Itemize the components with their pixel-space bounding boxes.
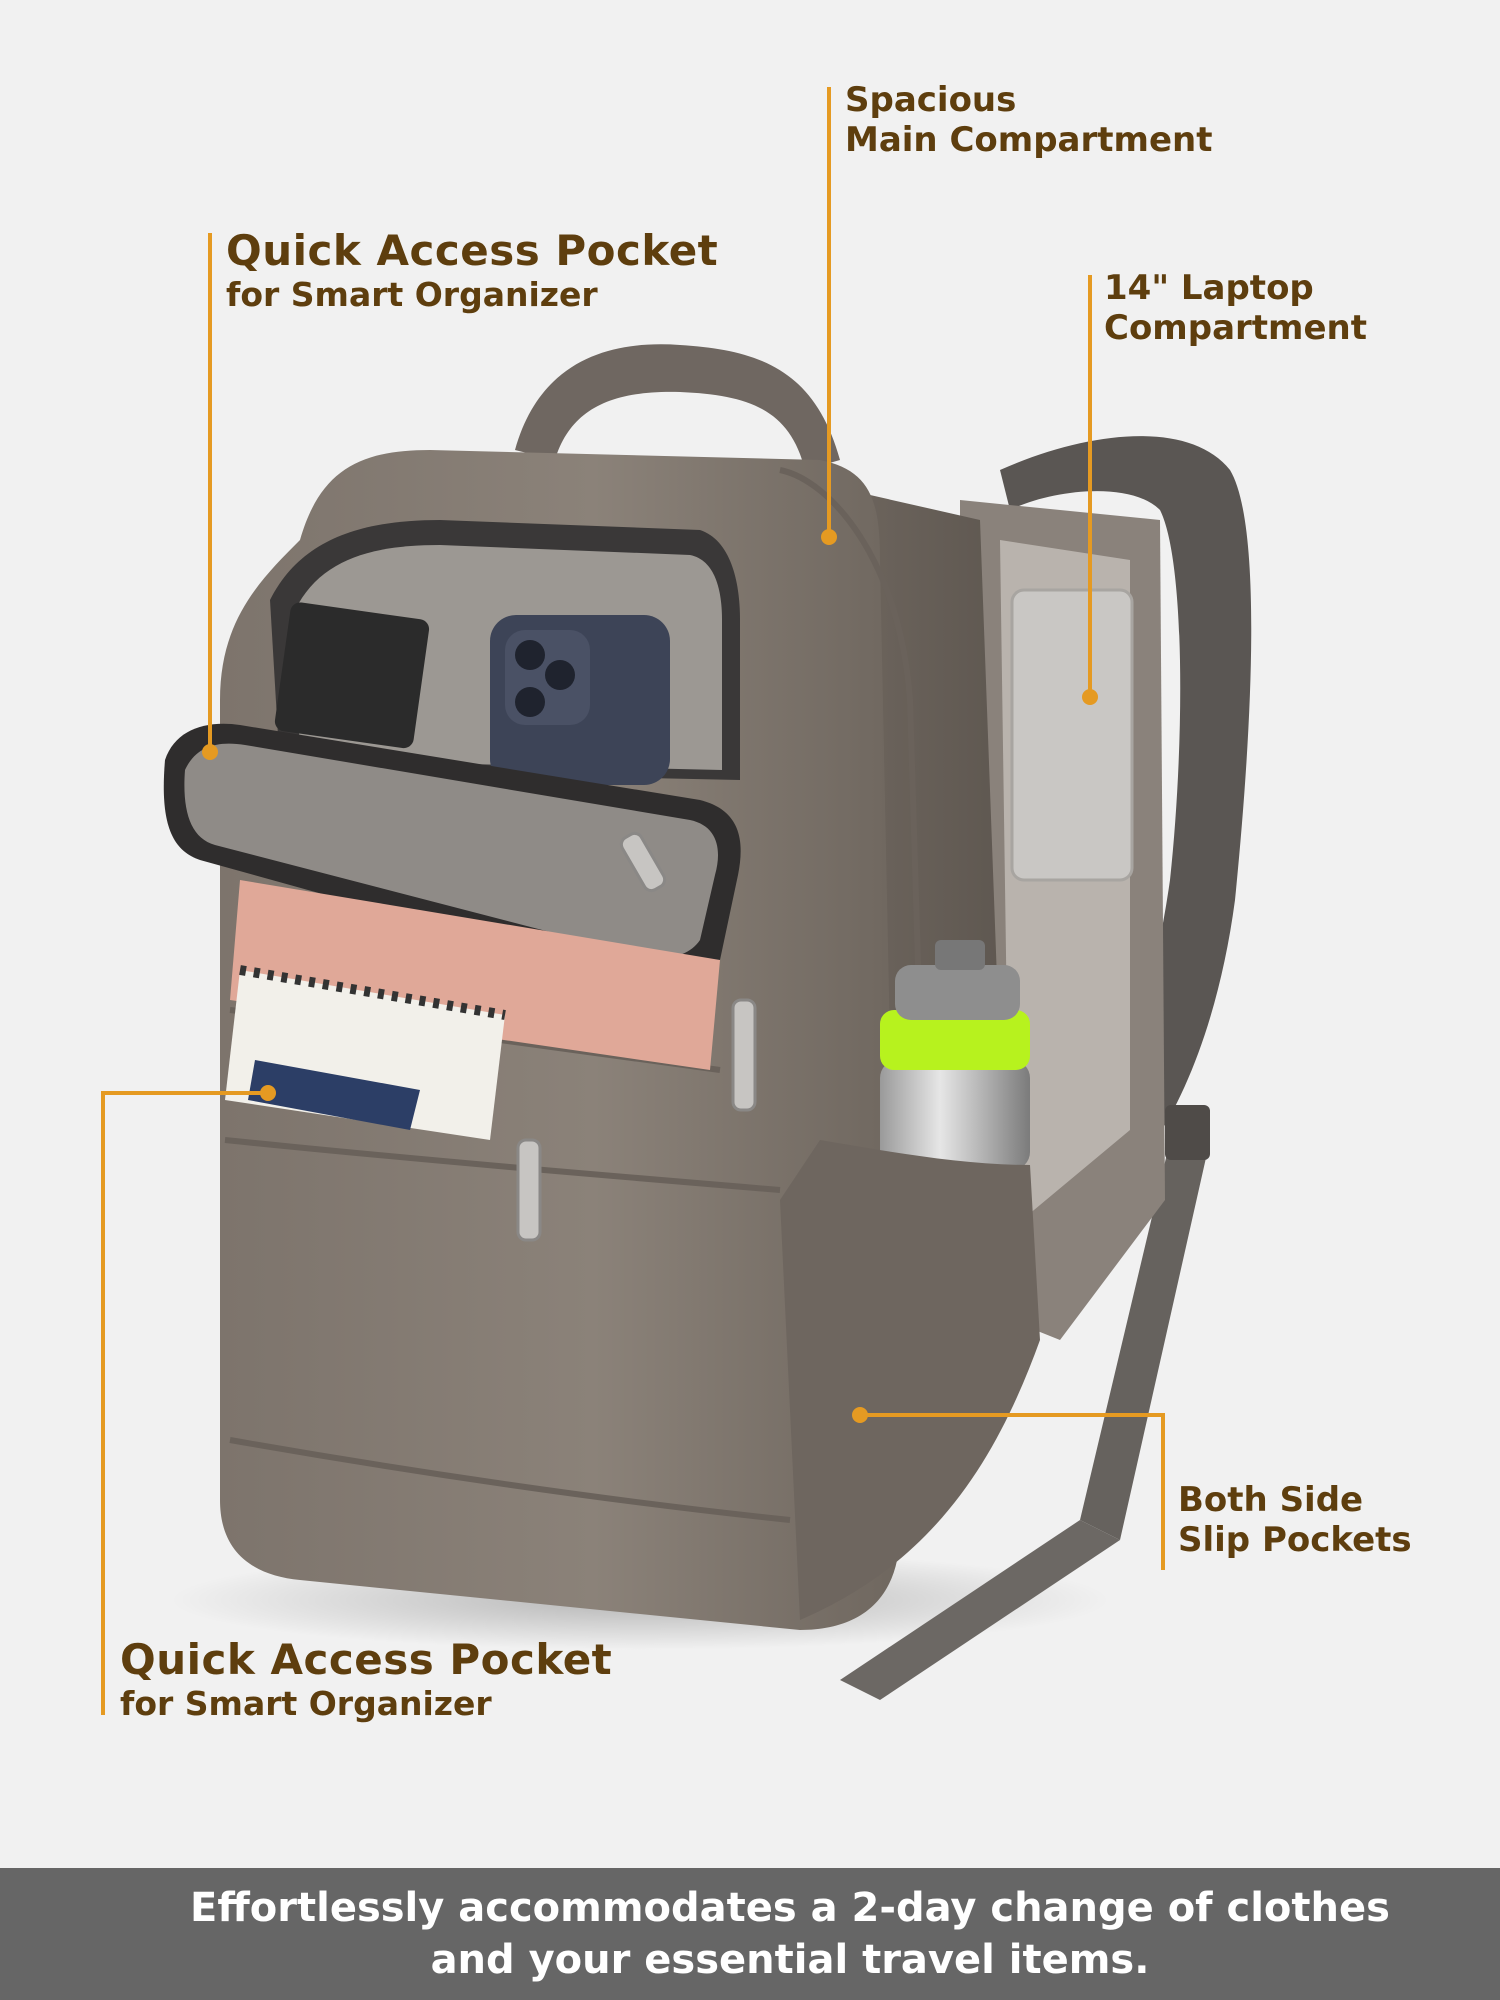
leader-line-organizer-bottom — [101, 1091, 268, 1715]
callout-organizer-top-title: Quick Access Pocket — [226, 226, 719, 275]
banner-line2: and your essential travel items. — [430, 1937, 1150, 1983]
callout-main-compartment: Spacious Main Compartment — [845, 80, 1212, 160]
callout-side-line2: Slip Pockets — [1178, 1520, 1412, 1561]
callout-organizer-bottom-title: Quick Access Pocket — [120, 1635, 613, 1684]
caption-banner: Effortlessly accommodates a 2-day change… — [0, 1868, 1500, 2000]
callout-laptop-line1: 14" Laptop — [1104, 268, 1314, 308]
shoulder-strap — [840, 436, 1252, 1700]
top-handle — [515, 344, 840, 470]
notebook — [225, 965, 506, 1140]
zipper-pulls — [516, 831, 757, 1242]
callout-main-compartment-line1: Spacious — [845, 80, 1017, 120]
callout-leader-lines — [101, 87, 1165, 1715]
callout-side-pockets: Both Side Slip Pockets — [1178, 1480, 1412, 1560]
power-bank — [274, 602, 430, 749]
water-bottle — [880, 940, 1030, 1170]
organizer-pocket-open — [163, 520, 741, 1070]
callout-main-compartment-line2: Main Compartment — [845, 120, 1213, 161]
callout-organizer-bottom-subtitle: for Smart Organizer — [120, 1683, 492, 1723]
callout-dots — [202, 529, 1098, 1423]
callout-side-line1: Both Side — [1178, 1480, 1364, 1520]
callout-organizer-top-subtitle: for Smart Organizer — [226, 274, 598, 314]
side-mesh-pocket — [780, 1140, 1040, 1620]
callout-laptop-line2: Compartment — [1104, 308, 1367, 349]
smartphone — [490, 615, 670, 785]
laptop-device — [1010, 588, 1134, 882]
banner-line1: Effortlessly accommodates a 2-day change… — [190, 1885, 1390, 1931]
callout-laptop-compartment: 14" Laptop Compartment — [1104, 268, 1367, 348]
leader-line-side-pockets — [860, 1413, 1165, 1570]
tablet-sleeve — [230, 880, 720, 1070]
callout-organizer-bottom: Quick Access Pocket for Smart Organizer — [120, 1635, 612, 1723]
callout-organizer-top: Quick Access Pocket for Smart Organizer — [226, 226, 718, 314]
